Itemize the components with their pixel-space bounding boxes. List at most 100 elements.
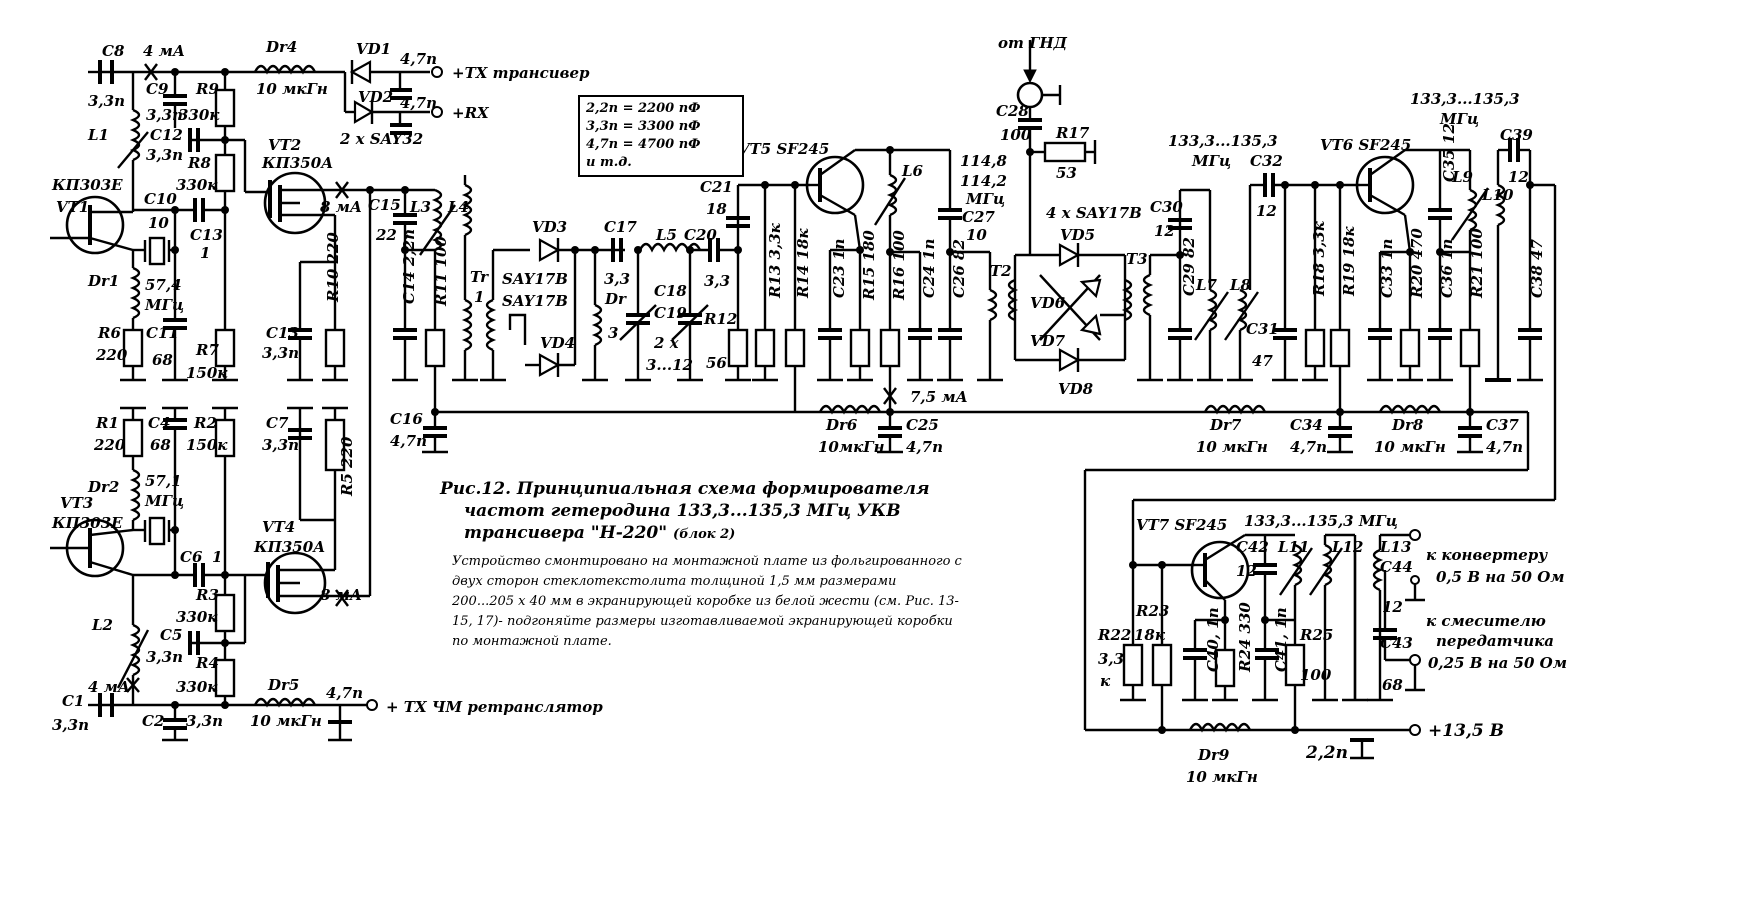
label-C12: C12	[150, 126, 183, 144]
label-VD5: VD5	[1060, 226, 1095, 244]
freq-4-unit: МГц	[965, 190, 1005, 208]
label-Dr1-freq: 57,4	[145, 276, 182, 294]
legend-line: 3,3п = 3300 пФ	[586, 119, 701, 134]
terminal-out2-a: к смесителю	[1426, 612, 1546, 630]
label-VT2-type: КП350А	[261, 154, 333, 172]
label-Dr3-number: 3	[608, 324, 618, 342]
label-C25: C25	[906, 416, 939, 434]
label-C39-value: 12	[1508, 168, 1529, 186]
label-C27-value: 10	[966, 226, 987, 244]
label-R22: R22	[1097, 626, 1131, 644]
label-C32-value: 12	[1256, 202, 1277, 220]
label-C12-value: 3,3п	[146, 146, 183, 164]
label-Dr8-value: 10 мкГн	[1374, 438, 1446, 456]
label-R16: R16 100	[890, 230, 908, 301]
label-C17-value: 3,3	[604, 270, 630, 288]
label-C8: C8	[102, 42, 125, 60]
freq-2: 133,3...135,3	[1168, 132, 1278, 150]
current-1: 4 мА	[143, 42, 185, 60]
label-R17-value: 53	[1056, 164, 1077, 182]
label-Dr6-value: 10мкГн	[818, 438, 885, 456]
label-L11: L11	[1277, 538, 1309, 556]
label-C9: C9	[146, 80, 169, 98]
figure-caption: Рис.12. Принципиальная схема формировате…	[440, 478, 1000, 546]
freq-2-unit: МГц	[1191, 152, 1231, 170]
output-amplifier	[1085, 529, 1425, 760]
label-Dr4: Dr4	[265, 38, 297, 56]
label-C15-value: 22	[375, 226, 397, 244]
label-R9-value: 330к	[178, 106, 220, 124]
label-R8-value: 330к	[176, 176, 218, 194]
legend-line: 4,7п = 4700 пФ	[586, 137, 701, 152]
label-C1: C1	[62, 692, 84, 710]
label-C16: C16	[390, 410, 423, 428]
label-L6: L6	[901, 162, 924, 180]
label-C31-value: 47	[1252, 352, 1273, 370]
label-SAY-b: SAY17B	[502, 292, 568, 310]
label-R24: R24 330	[1236, 602, 1254, 673]
label-L8: L8	[1229, 276, 1252, 294]
terminal-gnd-in: от ГНД	[998, 34, 1068, 52]
label-C20-value: 3,3	[704, 272, 730, 290]
label-C5: C5	[160, 626, 182, 644]
label-R7: R7	[195, 341, 219, 359]
label-C1819-count: 2 х	[653, 334, 680, 352]
label-C17: C17	[604, 218, 637, 236]
label-C32: C32	[1250, 152, 1283, 170]
label-C34-value: 4,7п	[1290, 438, 1327, 456]
label-L7: L7	[1195, 276, 1218, 294]
label-C10: C10	[144, 190, 177, 208]
label-R3: R3	[195, 586, 219, 604]
label-C8-value: 3,3п	[88, 92, 125, 110]
capacitor-notation-legend: 2,2п = 2200 пФ 3,3п = 3300 пФ 4,7п = 470…	[578, 95, 744, 177]
label-C6: C6	[180, 548, 203, 566]
label-R11: R11 100	[432, 236, 450, 307]
label-C20: C20	[684, 226, 717, 244]
freq-1-unit: МГц	[1439, 110, 1479, 128]
label-R7-value: 150к	[186, 364, 228, 382]
label-R15: R15 180	[860, 230, 878, 301]
label-VT3-type: КП303Е	[51, 514, 123, 532]
terminal-tx-fm: + ТХ ЧМ ретранслятор	[386, 698, 603, 716]
terminal-out1-b: 0,5 В на 50 Ом	[1436, 568, 1565, 586]
label-C4-value: 68	[150, 436, 171, 454]
freq-1: 133,3...135,3	[1410, 90, 1520, 108]
label-Dr5-value: 10 мкГн	[250, 712, 322, 730]
label-R22-value: 3,3	[1098, 650, 1124, 668]
label-Tr-number: 1	[474, 288, 484, 306]
label-VD3: VD3	[532, 218, 567, 236]
label-C44: C44	[1380, 558, 1413, 576]
label-Tr: Tr	[470, 268, 489, 286]
current-5: 7,5 мА	[910, 388, 968, 406]
label-R1-value: 220	[93, 436, 126, 454]
label-R8: R8	[187, 154, 211, 172]
label-Dr3: Dr	[604, 290, 627, 308]
upper-oscillator	[50, 60, 443, 382]
label-R9: R9	[195, 80, 219, 98]
label-C42-value: 12	[1236, 562, 1257, 580]
label-C35: C35 12	[1440, 123, 1458, 182]
label-R5: R5 220	[338, 436, 356, 497]
label-Dr9-value: 10 мкГн	[1186, 768, 1258, 786]
terminal-tx: +ТХ трансивер	[452, 64, 590, 82]
label-C21: C21	[700, 178, 733, 196]
label-Dr6: Dr6	[825, 416, 858, 434]
label-R19: R19 18к	[1340, 226, 1358, 297]
label-SAY-a: SAY17B	[502, 270, 568, 288]
label-C15: C15	[368, 196, 401, 214]
lower-oscillator	[50, 186, 378, 742]
label-C44-value: 12	[1382, 598, 1403, 616]
label-C28: C28	[996, 102, 1029, 120]
freq-4b: 114,2	[960, 172, 1007, 190]
label-C43: C43	[1380, 634, 1413, 652]
label-VD2: VD2	[358, 88, 393, 106]
label-C2: C2	[142, 712, 164, 730]
label-R22-unit: к	[1100, 672, 1111, 690]
label-C13a: C13	[190, 226, 223, 244]
label-Dr1: Dr1	[87, 272, 119, 290]
label-L12: L12	[1331, 538, 1363, 556]
freq-3: 133,3...135,3 МГц	[1244, 512, 1398, 530]
label-C29: C29 82	[1180, 237, 1198, 296]
label-C13b-value: 3,3п	[262, 344, 299, 362]
